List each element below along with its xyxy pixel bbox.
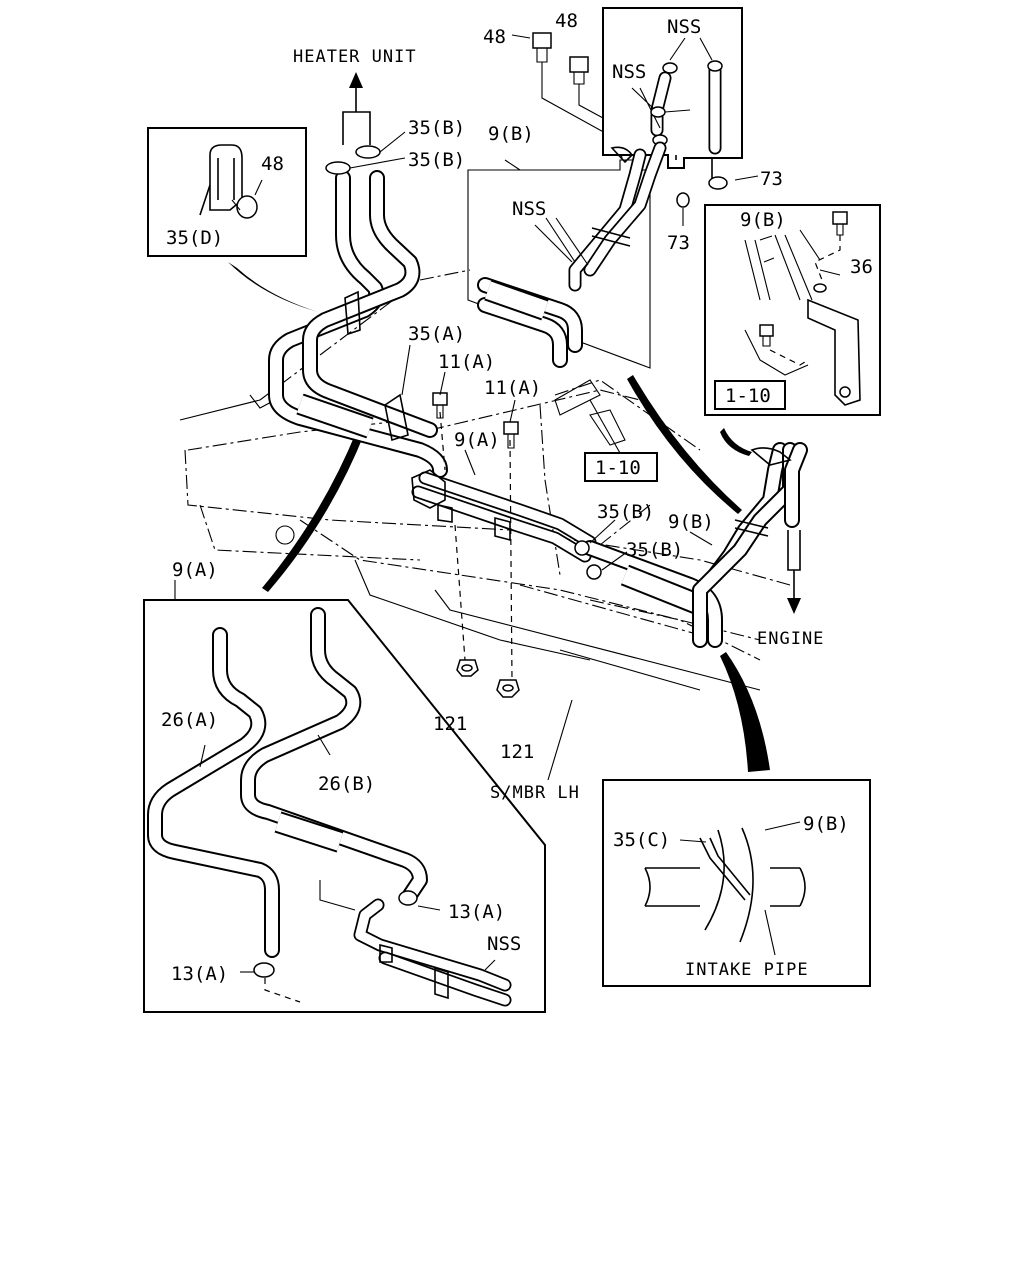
- label-13a-2: 13(A): [171, 963, 228, 985]
- label-9a-inset: 9(A): [172, 559, 218, 581]
- nut-121-2: [496, 679, 520, 698]
- label-9b-right: 9(B): [740, 209, 786, 231]
- clamp-detail-box: [147, 127, 307, 257]
- main-hose-assembly: [268, 170, 808, 648]
- label-35b-4: 35(B): [626, 539, 683, 561]
- label-ref-1-10-center: 1-10: [595, 457, 641, 479]
- hose-9a-detail-box: [143, 580, 546, 1013]
- label-heater-unit: HEATER UNIT: [293, 47, 417, 67]
- label-73-a: 73: [760, 168, 783, 190]
- intake-pipe-detail-box: [602, 779, 871, 987]
- label-26a: 26(A): [161, 709, 218, 731]
- label-48-b: 48: [555, 10, 578, 32]
- label-intake-pipe: INTAKE PIPE: [685, 960, 809, 980]
- label-13a-1: 13(A): [448, 901, 505, 923]
- label-ref-1-10-right: 1-10: [725, 385, 771, 407]
- label-35b-3: 35(B): [597, 501, 654, 523]
- label-smbr-lh: S/MBR LH: [490, 783, 580, 803]
- ref-box-1-10-right: [714, 380, 786, 410]
- label-9b-top: 9(B): [488, 123, 534, 145]
- bolt-11a-2: [503, 421, 519, 449]
- label-35b-1: 35(B): [408, 117, 465, 139]
- label-35d: 35(D): [166, 227, 223, 249]
- label-73-b: 73: [667, 232, 690, 254]
- nss-box: [602, 7, 759, 226]
- heater-unit-arrow: [325, 72, 406, 175]
- label-48-c: 48: [261, 153, 284, 175]
- label-26b: 26(B): [318, 773, 375, 795]
- label-nss-top: NSS: [667, 16, 701, 38]
- label-nss-left: NSS: [512, 198, 546, 220]
- label-9b-intake: 9(B): [803, 813, 849, 835]
- pipe-9b-upper: [467, 141, 667, 369]
- label-35b-2: 35(B): [408, 149, 465, 171]
- label-48-a: 48: [483, 26, 506, 48]
- label-9a-mid: 9(A): [454, 429, 500, 451]
- callout-arcs: [228, 262, 770, 772]
- label-11a-2: 11(A): [484, 377, 541, 399]
- label-121-1: 121: [433, 713, 467, 735]
- label-35c: 35(C): [613, 829, 670, 851]
- label-nss-inset: NSS: [487, 933, 521, 955]
- label-11a-1: 11(A): [438, 351, 495, 373]
- label-engine: ENGINE: [757, 629, 824, 649]
- engine-arrow: [787, 530, 801, 614]
- label-nss-mid: NSS: [612, 61, 646, 83]
- ref-box-1-10-center: [584, 399, 658, 482]
- bolts-center: [432, 392, 520, 698]
- leader-lines: [401, 224, 713, 781]
- label-9b-lower: 9(B): [668, 511, 714, 533]
- label-35a: 35(A): [408, 323, 465, 345]
- labels: HEATER UNIT ENGINE S/MBR LH INTAKE PIPE …: [161, 10, 873, 985]
- label-36: 36: [850, 256, 873, 278]
- nut-121-1: [456, 659, 479, 677]
- label-121-2: 121: [500, 741, 534, 763]
